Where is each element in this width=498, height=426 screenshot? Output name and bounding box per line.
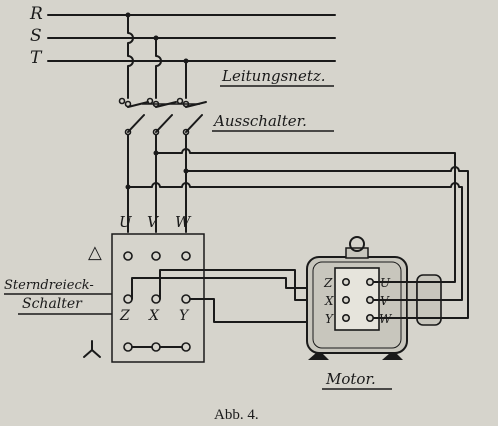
wire-x-motor [159, 269, 321, 301]
terminal-label-y: Y [179, 308, 190, 324]
phase-label-s: S [30, 26, 42, 46]
wire-y-motor [189, 298, 334, 323]
motor-feed-v [373, 281, 463, 301]
terminal-label-x: X [148, 308, 160, 324]
terminal-label-z: Z [119, 308, 130, 324]
star-symbol [83, 340, 101, 358]
terminal-star-1 [123, 342, 133, 352]
motor-label-x: X [324, 294, 334, 308]
figure-caption: Abb. 4. [214, 407, 259, 423]
terminal-y [181, 294, 191, 304]
main-switch [118, 97, 207, 136]
delta-symbol: △ [88, 242, 102, 263]
terminal-w [181, 251, 191, 261]
motor-label: Motor. [325, 370, 376, 388]
phase-label-t: T [30, 48, 43, 68]
motor-terminal-u [365, 277, 374, 286]
terminal-x [151, 294, 161, 304]
motor-label-y: Y [325, 312, 334, 326]
switch-word-label: Schalter [22, 296, 83, 312]
switch-label: Ausschalter. [212, 112, 307, 130]
motor-terminal-z [341, 277, 350, 286]
terminal-star-3 [181, 342, 191, 352]
wire-z-motor [131, 277, 322, 300]
dropper-r [127, 14, 134, 99]
motor-feed-w [373, 299, 469, 319]
motor-terminal-w [365, 313, 374, 322]
network-label: Leitungsnetz. [221, 67, 326, 85]
phase-label-r: R [29, 4, 43, 24]
terminal-label-v: V [147, 213, 160, 231]
motor-terminal-v [365, 295, 374, 304]
motor-terminal-y [341, 313, 350, 322]
star-delta-label: Sterndreieck- [4, 278, 94, 293]
dropper-s [155, 37, 162, 99]
terminal-u [123, 251, 133, 261]
feeder-v [155, 148, 456, 177]
feeder-u [127, 182, 463, 283]
terminal-v [151, 251, 161, 261]
terminal-star-2 [151, 342, 161, 352]
motor-label-z: Z [323, 276, 333, 290]
motor-terminal-x [341, 295, 350, 304]
terminal-z [123, 294, 133, 304]
motor-feed-u [373, 175, 456, 283]
terminal-label-w: W [175, 213, 192, 231]
terminal-label-u: U [119, 213, 133, 231]
feeder-w [185, 166, 469, 301]
